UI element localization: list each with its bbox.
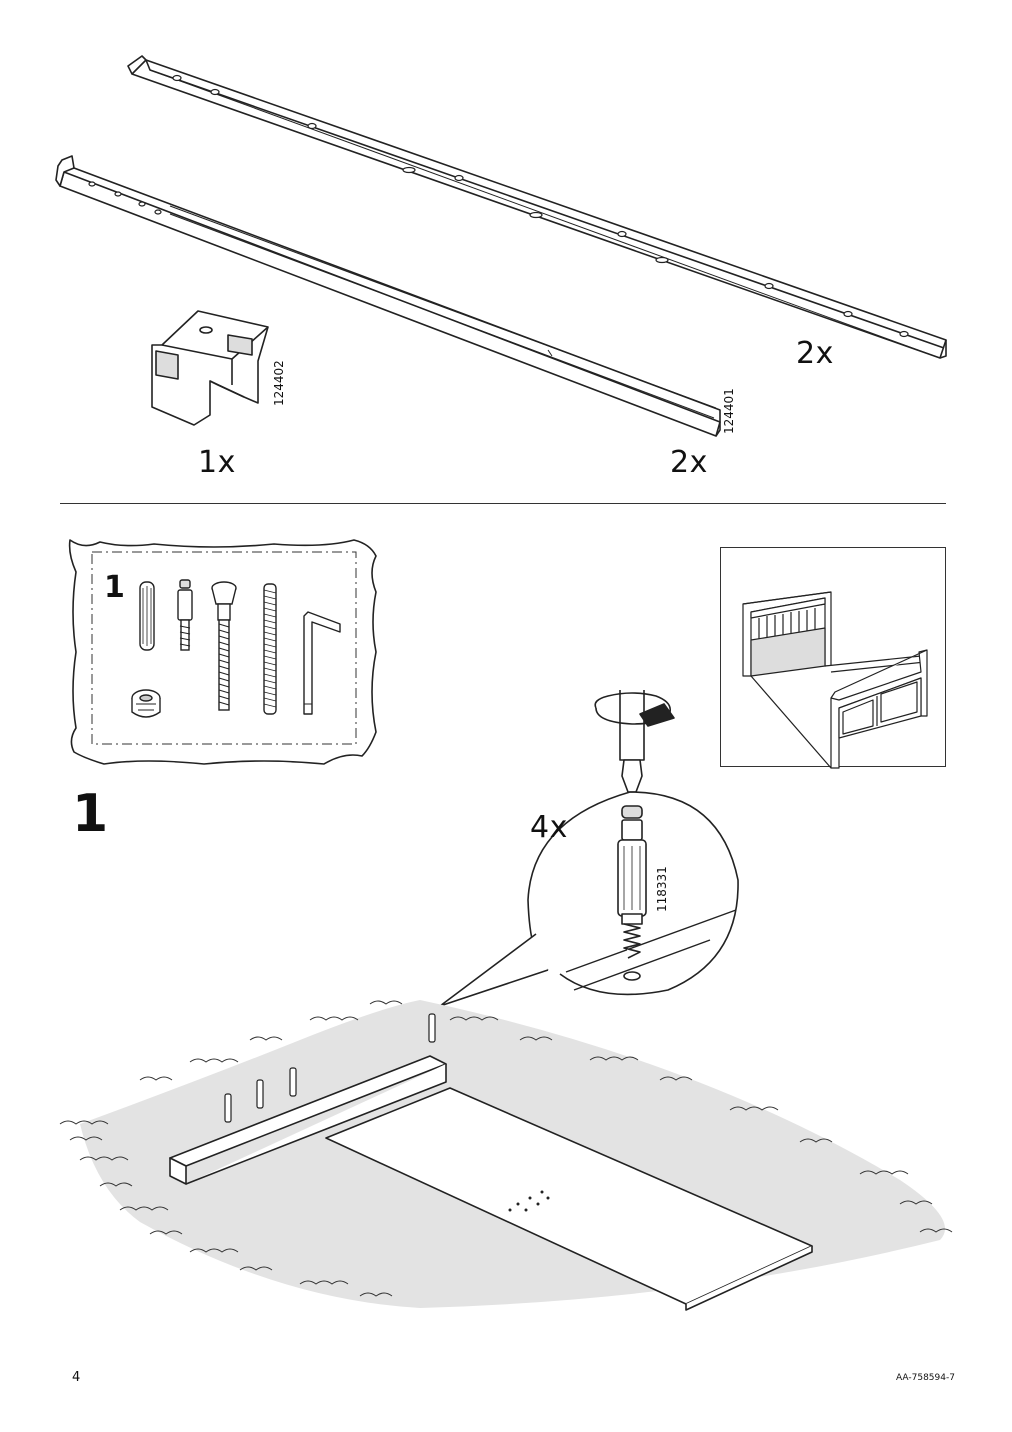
bracket-quantity: 1x	[198, 445, 236, 480]
bag-number: 1	[104, 570, 125, 605]
bracket-illustration	[151, 310, 269, 426]
section-divider	[60, 503, 946, 504]
side-rail-quantity: 2x	[670, 445, 708, 480]
step-number: 1	[72, 784, 109, 844]
dowel-quantity: 4x	[530, 810, 568, 845]
document-code: AA-758594-7	[896, 1373, 955, 1383]
assembled-bed-thumbnail	[720, 547, 946, 769]
page-number: 4	[72, 1370, 81, 1385]
long-rail-quantity: 2x	[796, 336, 834, 371]
hardware-bag	[68, 539, 377, 765]
